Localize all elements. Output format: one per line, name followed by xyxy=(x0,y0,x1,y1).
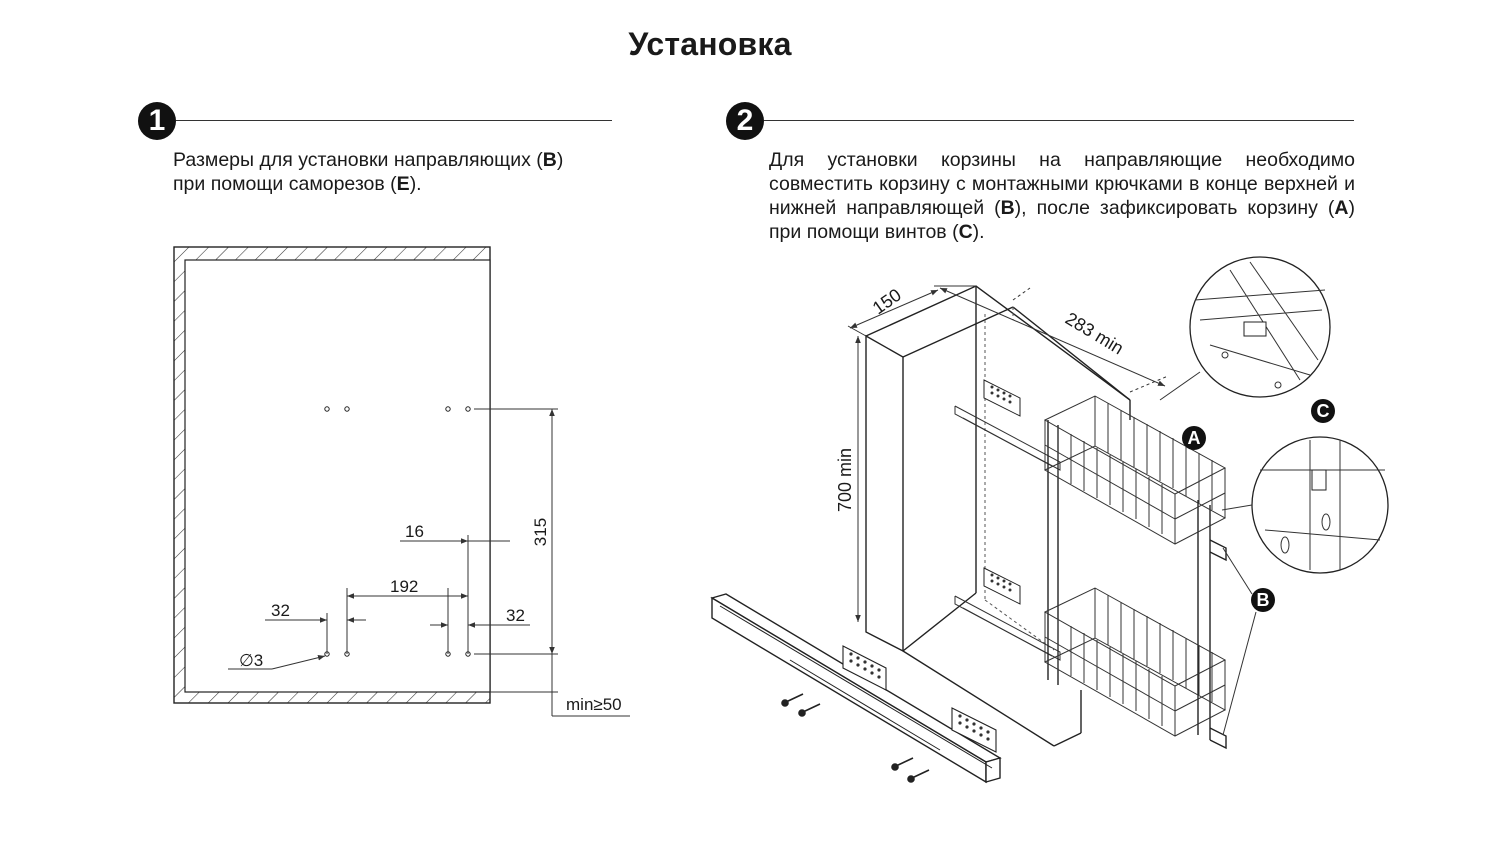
callout-b: B xyxy=(1251,588,1275,612)
dim-315: 315 xyxy=(531,518,550,546)
svg-text:A: A xyxy=(1188,428,1201,448)
callout-leaders xyxy=(1222,547,1257,736)
rail-letter: B xyxy=(1000,197,1015,219)
step-1-badge: 1 xyxy=(138,102,176,140)
panel-inner xyxy=(184,259,491,693)
callout-a: A xyxy=(1182,426,1206,450)
loose-rail xyxy=(710,593,1002,784)
detail-view-bottom xyxy=(1221,436,1389,574)
cabinet-assembly-drawing: 150 283 min 700 min xyxy=(710,256,1389,784)
dim-32-left: 32 xyxy=(271,601,290,620)
dim-min-50: min≥50 xyxy=(566,695,622,714)
mounted-rails xyxy=(954,379,1061,661)
svg-text:C: C xyxy=(1317,401,1330,421)
step-2-rule xyxy=(764,120,1354,121)
dim-hole-diameter: ∅3 xyxy=(239,651,263,670)
screw-letter: E xyxy=(396,173,410,195)
dim-height-700: 700 min xyxy=(835,448,855,512)
step-1-number: 1 xyxy=(148,104,166,137)
step-2-number: 2 xyxy=(736,104,754,137)
upper-holes xyxy=(324,406,471,412)
rail-plate-holes xyxy=(990,385,1012,592)
dim-16: 16 xyxy=(405,522,424,541)
svg-text:B: B xyxy=(1257,590,1270,610)
side-panel-drawing: 315 min≥50 16 192 32 32 ∅3 xyxy=(173,246,630,717)
dim-192: 192 xyxy=(390,577,418,596)
screw-letter: C xyxy=(958,221,973,243)
basket-letter: A xyxy=(1334,197,1349,219)
dim-depth-283: 283 min xyxy=(1062,308,1127,358)
rail-letter: B xyxy=(542,149,557,171)
detail-view-top xyxy=(1159,256,1331,401)
cabinet-body xyxy=(865,285,1131,747)
step-2-badge: 2 xyxy=(726,102,764,140)
lower-basket xyxy=(1043,587,1227,737)
step-1-description: Размеры для установки направляющих (B) п… xyxy=(173,149,564,195)
screws xyxy=(781,693,930,783)
step-1-rule xyxy=(176,120,612,121)
callout-c: C xyxy=(1311,399,1335,423)
step-2-description: Для установки корзины на направляющие не… xyxy=(769,149,1355,243)
page-title: Установка xyxy=(628,26,792,62)
dim-32-right: 32 xyxy=(506,606,525,625)
loose-rail-holes xyxy=(849,652,990,741)
dim-width-150: 150 xyxy=(869,285,905,319)
upper-basket xyxy=(1043,395,1227,545)
